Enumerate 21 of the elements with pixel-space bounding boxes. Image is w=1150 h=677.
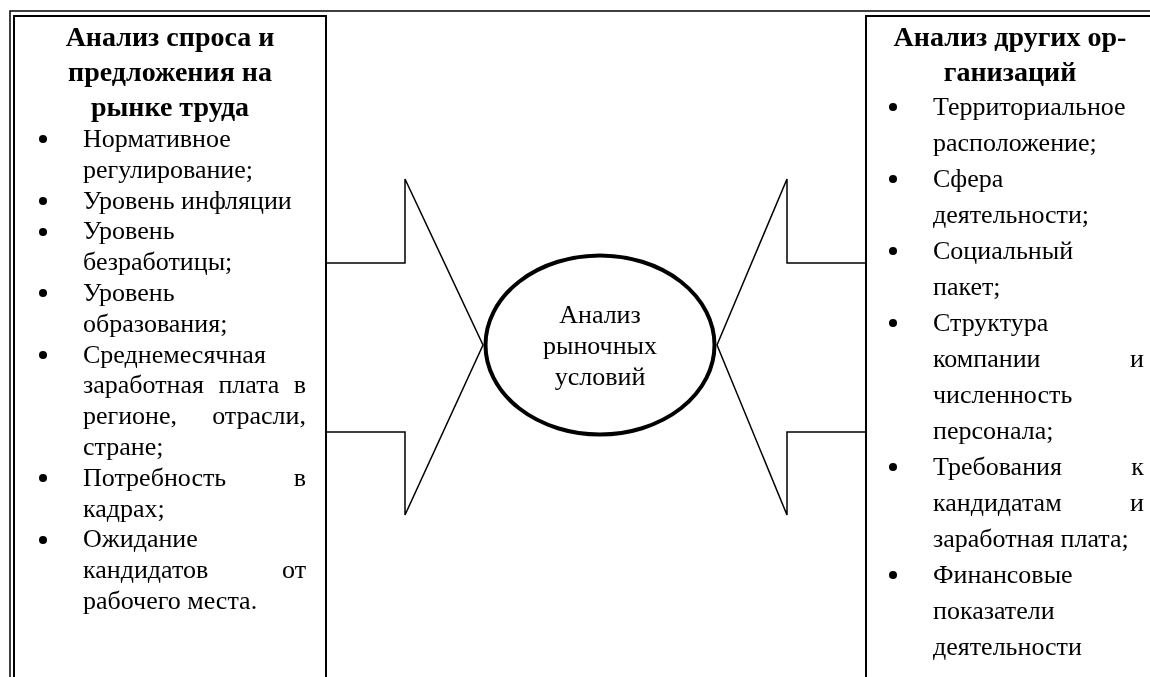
list-item-text: Территориальное расположение;: [933, 91, 1127, 159]
list-item-text: Структура компании и численность персонала;: [933, 307, 1144, 447]
block-arrow: [326, 178, 484, 516]
block-arrow: [716, 178, 866, 516]
ellipse-node: [483, 253, 717, 437]
list-item-text: Сфера деятельности;: [933, 163, 1091, 231]
list-item-text: Ожидание кандидатов от рабочего места.: [83, 524, 306, 617]
list-item-text: Уровень образования;: [83, 278, 229, 340]
panel-heading: Анализ спроса и предложения на рынке труда: [64, 20, 276, 124]
content-panel: [865, 15, 1150, 677]
list-item-text: Уровень безработицы;: [83, 216, 234, 278]
list-item-text: Финансовые показатели деятельности: [933, 559, 1083, 663]
list-item-text: Социальный пакет;: [933, 235, 1075, 303]
list-item-text: Нормативное регулирование;: [83, 124, 254, 186]
list-item-text: Требования к кандидатам и заработная плата;: [933, 451, 1144, 555]
panel-heading: Анализ других ор-ганизаций: [892, 20, 1128, 89]
node-label: Анализ рыночных условий: [541, 298, 659, 392]
content-panel: [13, 15, 327, 677]
list-item-text: Уровень инфляции: [83, 185, 293, 217]
list-item-text: Среднемесячная заработная плата в регионе, отрасли, стране;: [83, 339, 306, 463]
list-item-text: Потребность в кадрах;: [83, 462, 306, 525]
